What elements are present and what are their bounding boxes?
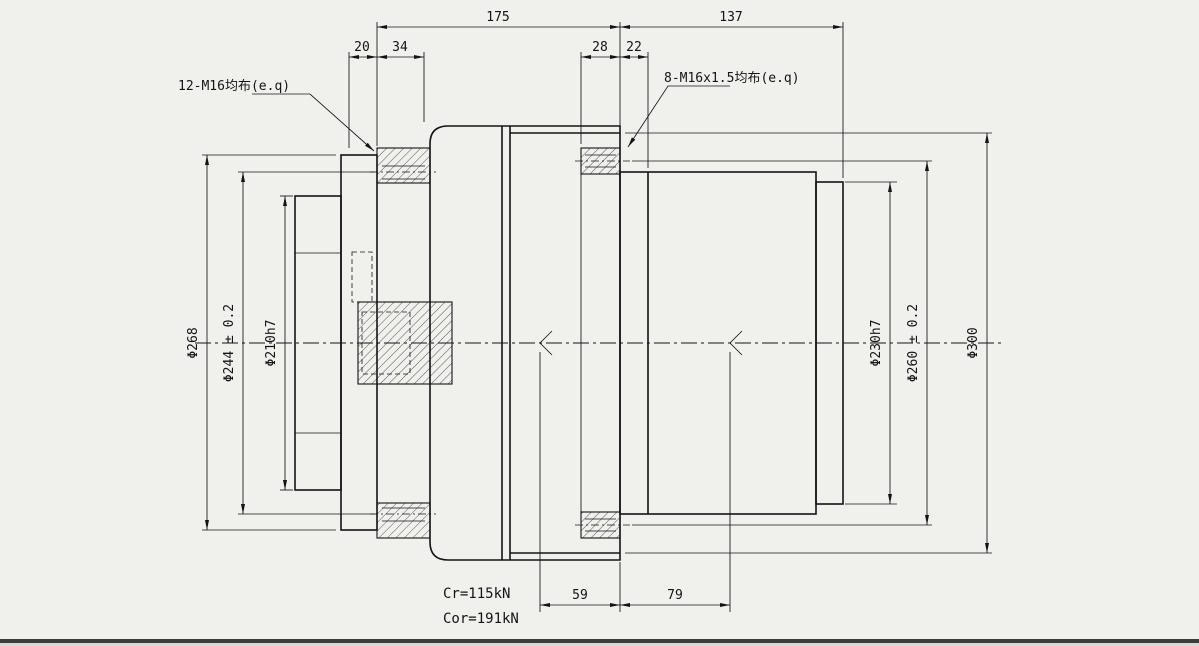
dim-label-20: 20 — [354, 40, 370, 55]
dim-label-79: 79 — [667, 588, 683, 603]
left-flange-section-top — [376, 147, 431, 184]
housing-body — [429, 125, 621, 561]
static-load-rating: Cor=191kN — [443, 611, 519, 627]
dimensions: 175 137 20 34 28 22 Φ268 Φ244 ± 0.2 Φ210… — [186, 10, 992, 612]
callouts: 12-M16均布(e.q) 8-M16x1.5均布(e.q) — [178, 71, 800, 152]
load-point-arrow-left — [539, 330, 553, 356]
callout-leader-right — [627, 85, 730, 148]
dim-label-230: Φ230h7 — [869, 320, 884, 367]
callout-leader-left — [252, 93, 375, 152]
dim-label-268: Φ268 — [186, 327, 201, 358]
dim-label-137: 137 — [719, 10, 742, 25]
load-point-arrows — [539, 330, 743, 356]
dim-label-28: 28 — [592, 40, 608, 55]
load-ratings: Cr=115kN Cor=191kN — [443, 586, 519, 627]
table-edge-bar — [0, 639, 1199, 643]
load-point-arrow-right — [729, 330, 743, 356]
hidden-bolt — [351, 251, 373, 303]
left-flange-section-bottom — [376, 502, 431, 539]
callout-label-8-m16: 8-M16x1.5均布(e.q) — [664, 71, 800, 86]
dim-label-210: Φ210h7 — [264, 320, 279, 367]
dynamic-load-rating: Cr=115kN — [443, 586, 510, 602]
dim-label-260: Φ260 ± 0.2 — [906, 304, 921, 382]
dim-label-34: 34 — [392, 40, 408, 55]
centerlines — [195, 160, 1002, 526]
callout-label-12-m16: 12-M16均布(e.q) — [178, 79, 290, 94]
dim-label-244: Φ244 ± 0.2 — [222, 304, 237, 382]
dim-label-59: 59 — [572, 588, 588, 603]
dim-label-22: 22 — [626, 40, 642, 55]
dim-label-175: 175 — [486, 10, 509, 25]
table-edge-highlight — [0, 643, 1199, 646]
dim-label-300: Φ300 — [966, 327, 981, 358]
